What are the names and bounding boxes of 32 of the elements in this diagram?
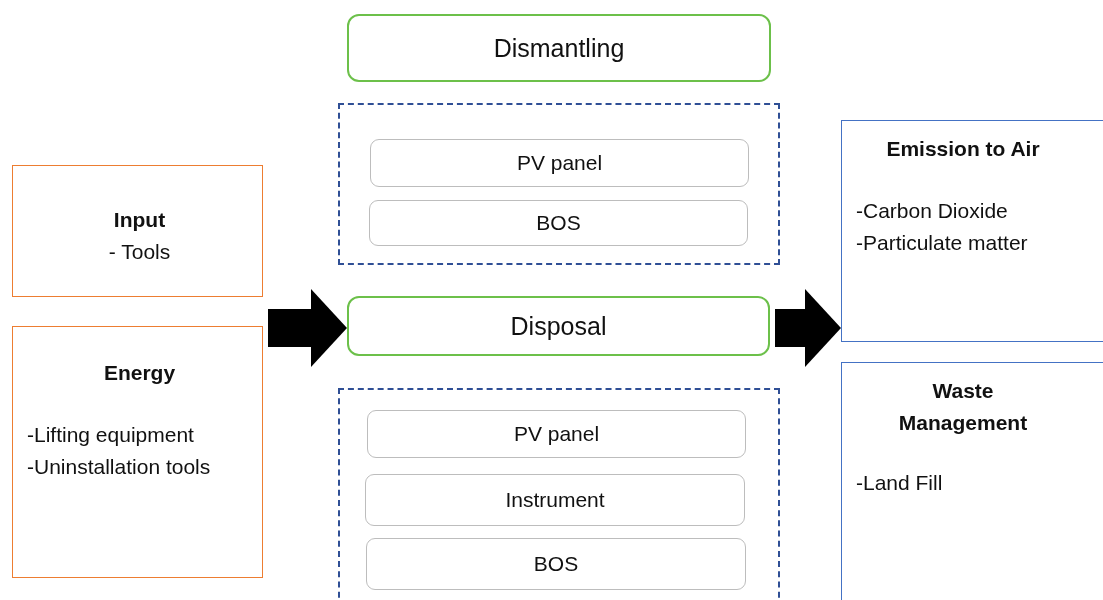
- box-label: PV panel: [513, 422, 600, 446]
- box-label: Disposal: [510, 311, 607, 341]
- box-label: BOS: [533, 552, 579, 576]
- box-label: BOS: [536, 211, 581, 235]
- box-heading: Energy: [102, 360, 177, 386]
- item-box: [366, 538, 746, 590]
- list-item: -Land Fill: [856, 470, 944, 496]
- item-box: [365, 474, 745, 526]
- process-box: [12, 326, 263, 578]
- box-heading: Input: [112, 207, 167, 233]
- group-box: [338, 388, 780, 600]
- stage-box: [347, 14, 771, 82]
- process-box: [12, 165, 263, 297]
- stage-box: [347, 296, 770, 356]
- list-item: -Uninstallation tools: [27, 454, 212, 480]
- box-heading: Emission to Air: [885, 136, 1041, 162]
- item-box: [367, 410, 746, 458]
- box-label: Dismantling: [493, 33, 625, 63]
- item-box: [369, 200, 748, 246]
- item-box: [370, 139, 749, 187]
- box-label: PV panel: [516, 151, 603, 175]
- list-item: -Carbon Dioxide: [856, 198, 1009, 224]
- list-item: -Lifting equipment: [27, 422, 195, 448]
- list-item: -Particulate matter: [856, 230, 1029, 256]
- box-label: Instrument: [505, 488, 605, 512]
- box-heading: Waste Management: [897, 378, 1029, 436]
- group-box: [338, 103, 780, 265]
- process-box: [841, 120, 1103, 342]
- process-box: [841, 362, 1103, 600]
- block-arrow: [775, 289, 841, 367]
- block-arrow: [268, 289, 347, 367]
- list-item: - Tools: [107, 239, 172, 265]
